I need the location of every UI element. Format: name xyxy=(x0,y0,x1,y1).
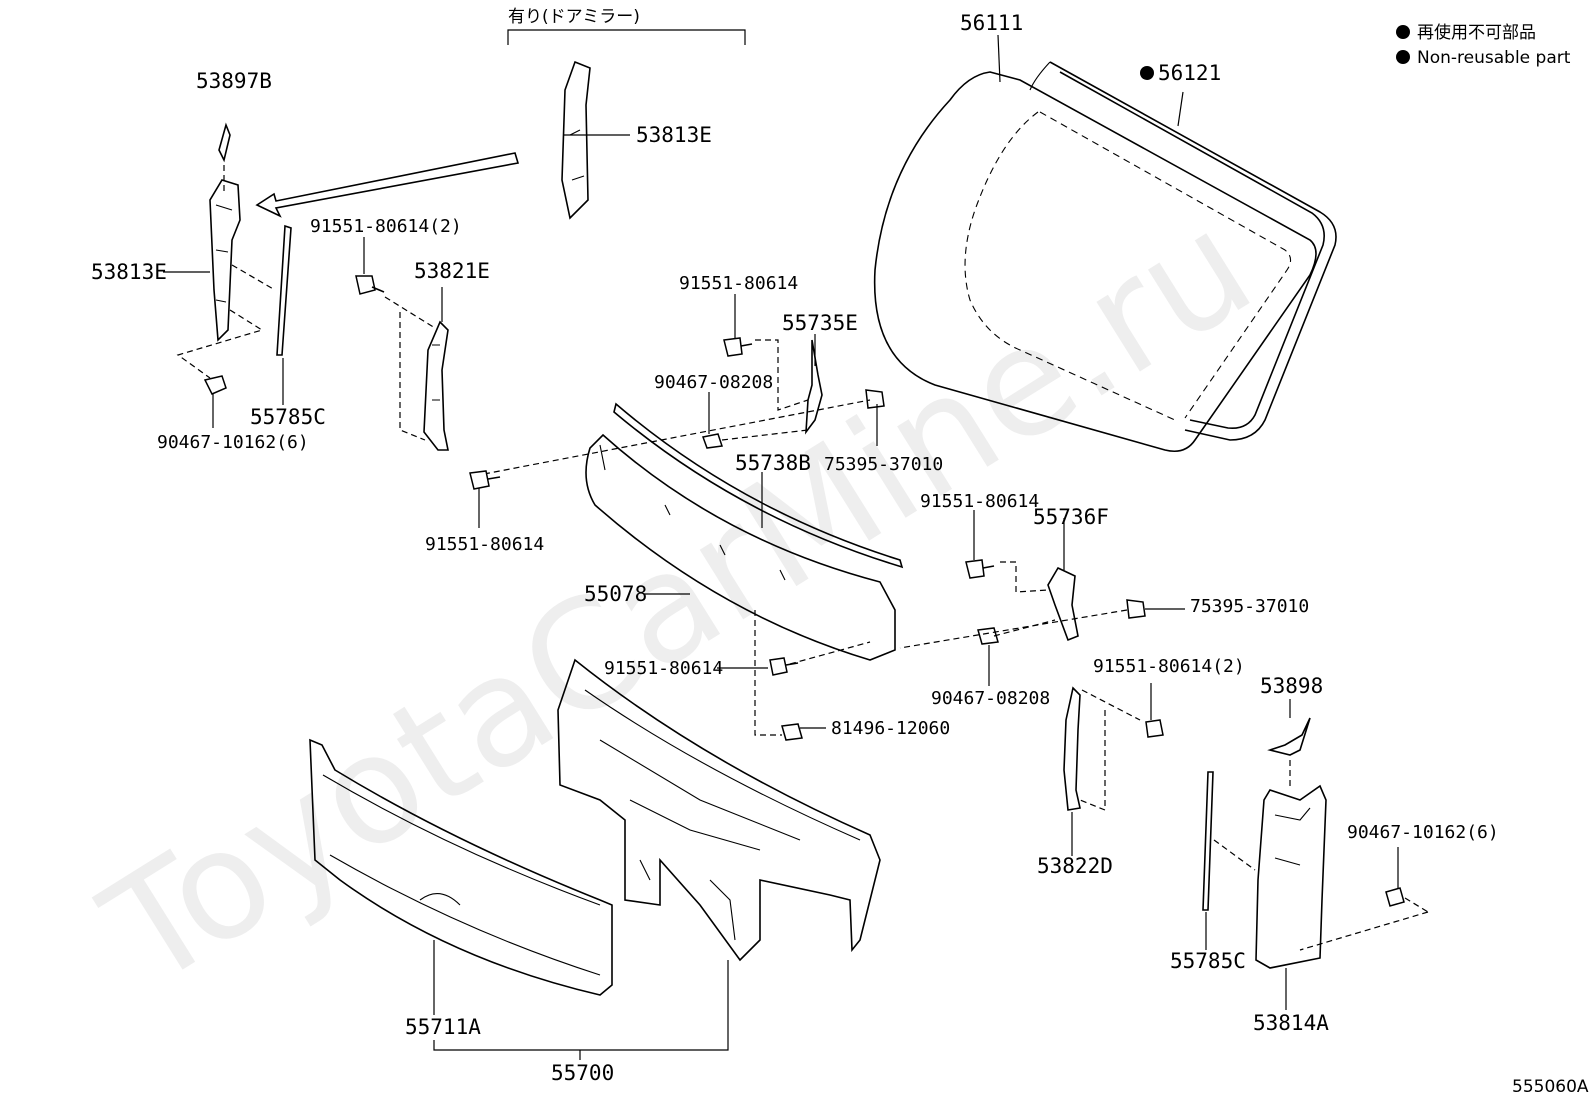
arrow-icon xyxy=(255,152,520,218)
label-55785C-right: 55785C xyxy=(1170,949,1246,973)
legend: 再使用不可部品 Non-reusable part xyxy=(1396,22,1571,68)
label-91551-80614-e: 91551-80614 xyxy=(604,658,723,679)
part-53821E xyxy=(423,320,449,451)
label-55700: 55700 xyxy=(551,1061,614,1085)
part-55711A xyxy=(309,738,613,996)
label-91551-80614-2-b: 91551-80614(2) xyxy=(1093,656,1245,677)
part-55735E xyxy=(805,339,823,435)
clip-81496-12060 xyxy=(781,723,803,741)
bolt-91551-80614-e xyxy=(769,657,799,676)
legend-jp-text: 再使用不可部品 xyxy=(1417,22,1536,43)
nut-75395-37010-a xyxy=(865,389,885,409)
label-55736F: 55736F xyxy=(1033,505,1109,529)
label-53813E-upper: 53813E xyxy=(636,123,712,147)
part-55078 xyxy=(585,433,896,661)
label-75395-37010-b: 75395-37010 xyxy=(1190,596,1309,617)
label-53821E: 53821E xyxy=(414,259,490,283)
part-53898 xyxy=(1267,717,1311,790)
non-reusable-dot xyxy=(1140,66,1154,80)
label-90467-08208-b: 90467-08208 xyxy=(931,688,1050,709)
part-55738B xyxy=(613,402,904,569)
variant-bracket xyxy=(507,29,746,45)
label-53898: 53898 xyxy=(1260,674,1323,698)
clip-90467-08208-a xyxy=(701,433,723,449)
bolt-91551-80614-a xyxy=(355,275,385,295)
clip-90467-10162-left xyxy=(203,375,227,395)
label-91551-80614-d: 91551-80614 xyxy=(920,491,1039,512)
label-81496-12060: 81496-12060 xyxy=(831,718,950,739)
nut-75395-37010-b xyxy=(1126,599,1146,619)
part-53813E-upper xyxy=(561,60,591,220)
part-55736F xyxy=(1047,566,1079,642)
part-55785C-left xyxy=(276,224,292,356)
windshield-glass xyxy=(873,71,1317,453)
label-53822D: 53822D xyxy=(1037,854,1113,878)
bolt-91551-80614-d xyxy=(965,559,995,579)
bolt-91551-80614-c xyxy=(469,470,501,490)
label-55735E: 55735E xyxy=(782,311,858,335)
label-90467-08208-a: 90467-08208 xyxy=(654,372,773,393)
label-55711A: 55711A xyxy=(405,1015,481,1039)
part-55700-cowl-structure xyxy=(557,658,881,962)
label-55785C-left: 55785C xyxy=(250,405,326,429)
part-labels: 53897B 53813E 53813E 91551-80614(2) 5382… xyxy=(91,11,1499,1085)
label-53897B: 53897B xyxy=(196,69,272,93)
part-53822D xyxy=(1063,686,1081,811)
legend-dot-en xyxy=(1396,50,1410,64)
part-53814A xyxy=(1255,784,1327,969)
label-91551-80614-b: 91551-80614 xyxy=(679,273,798,294)
figure-id: 555060A xyxy=(1512,1077,1589,1097)
label-53813E-left: 53813E xyxy=(91,260,167,284)
label-55078: 55078 xyxy=(584,582,647,606)
variant-note: 有り(ドアミラー) xyxy=(508,7,640,27)
legend-dot-jp xyxy=(1396,25,1410,39)
leader-lines xyxy=(163,34,1399,1060)
label-56111: 56111 xyxy=(960,11,1023,35)
label-55738B: 55738B xyxy=(735,451,811,475)
bolt-91551-80614-b xyxy=(723,337,753,357)
label-56121: 56121 xyxy=(1158,61,1221,85)
part-53897B xyxy=(218,122,231,192)
label-90467-10162-6-right: 90467-10162(6) xyxy=(1347,822,1499,843)
label-91551-80614-2-a: 91551-80614(2) xyxy=(310,216,462,237)
label-53814A: 53814A xyxy=(1253,1011,1329,1035)
legend-en-text: Non-reusable part xyxy=(1417,48,1571,68)
label-75395-37010-a: 75395-37010 xyxy=(824,454,943,475)
bolt-91551-80614-f xyxy=(1145,719,1164,738)
label-91551-80614-c: 91551-80614 xyxy=(425,534,544,555)
part-55785C-right xyxy=(1202,771,1214,911)
part-53813E-left xyxy=(209,179,241,342)
label-90467-10162-6-left: 90467-10162(6) xyxy=(157,432,309,453)
windshield-molding xyxy=(1029,61,1337,441)
watermark: ToyotaCarMine.ru xyxy=(76,179,1280,1021)
clip-90467-10162-right xyxy=(1385,887,1405,907)
